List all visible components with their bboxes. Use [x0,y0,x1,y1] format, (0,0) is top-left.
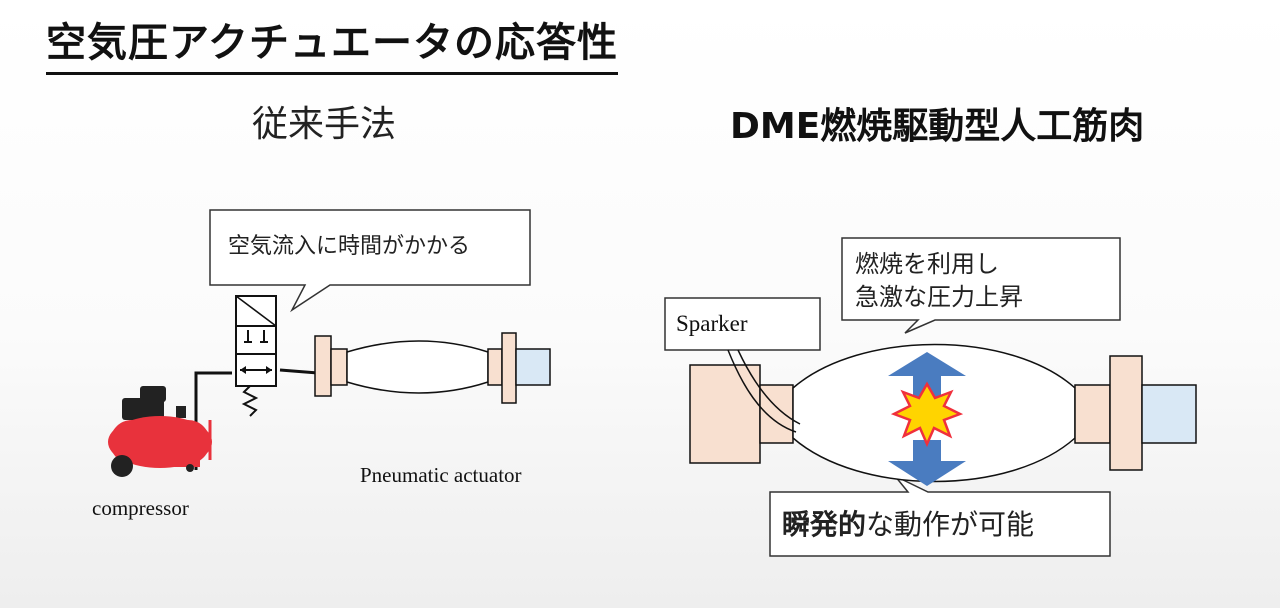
conventional-method-heading: 従来手法 [252,104,397,145]
explosion-icon [890,381,964,448]
pressure-arrow-down-icon [888,440,966,486]
valve-icon [235,295,277,417]
airflow-callout-box [209,209,531,313]
airflow-callout-text: 空気流入に時間がかかる [228,234,471,259]
sparker-label: Sparker [676,311,748,336]
pneumatic-actuator-label: Pneumatic actuator [360,463,522,487]
compressor-icon [108,386,212,477]
instant-motion-rest: な動作が可能 [866,508,1035,541]
compressor-label: compressor [92,496,189,520]
combustion-callout-box [841,237,1121,334]
pneumatic-actuator-icon [314,332,551,404]
combustion-callout-line2: 急激な圧力上昇 [855,283,1023,311]
instant-motion-callout-text: 瞬発的な動作が可能 [782,503,1034,543]
combustion-callout-line1: 燃焼を利用し [855,250,999,278]
dme-muscle-heading: DME燃焼駆動型人工筋肉 [730,106,1145,147]
page-title: 空気圧アクチュエータの応答性 [46,10,618,75]
instant-motion-emphasis: 瞬発的 [782,508,867,541]
instant-motion-callout-box [769,475,1111,557]
air-line-to-actuator [279,368,319,375]
sparker-box [664,297,821,351]
